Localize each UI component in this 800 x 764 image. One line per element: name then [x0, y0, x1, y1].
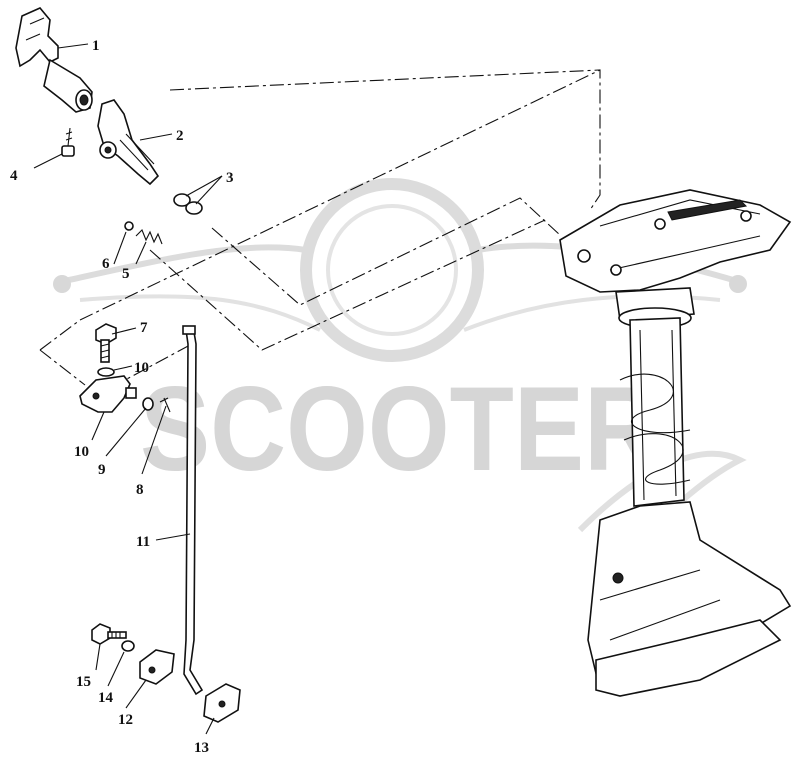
bracket-part-13 [203, 683, 241, 723]
shift-shaft-part [97, 99, 160, 186]
callout-labels: 1 2 3 4 5 6 7 8 9 10 10 11 12 13 14 15 [10, 38, 234, 756]
callout-10-bottom: 10 [74, 444, 89, 460]
callout-12: 12 [118, 712, 133, 728]
bolt-part-15 [91, 623, 127, 645]
callout-10-top: 10 [134, 360, 149, 376]
shift-rod-part-11 [182, 325, 204, 696]
callout-14: 14 [98, 690, 114, 706]
washer-part-10-top [97, 367, 115, 377]
callout-leaders [33, 43, 223, 735]
screw-part-4 [61, 127, 75, 157]
watermark-text: SCOOTER [140, 362, 660, 496]
callout-9: 9 [98, 462, 106, 478]
callout-8: 8 [136, 482, 144, 498]
bracket-part-10 [79, 375, 137, 413]
callout-5: 5 [122, 266, 130, 282]
shift-lever-part [15, 7, 93, 113]
o-rings-part-3 [173, 193, 203, 215]
bolt-part-7 [95, 323, 117, 363]
leader-lines [39, 69, 601, 386]
washer-part-9 [142, 397, 154, 411]
spring-part-5 [135, 229, 163, 245]
callout-2: 2 [176, 128, 184, 144]
driveshaft-housing [559, 189, 792, 697]
callout-1: 1 [92, 38, 100, 54]
washer-part-14 [121, 640, 135, 652]
callout-3: 3 [226, 170, 234, 186]
ball-part-6 [124, 221, 134, 231]
callout-15: 15 [76, 674, 91, 690]
pin-part-8 [159, 397, 171, 413]
callout-13: 13 [194, 740, 209, 756]
callout-6: 6 [102, 256, 110, 272]
callout-7: 7 [140, 320, 148, 336]
callout-4: 4 [10, 168, 18, 184]
callout-11: 11 [136, 534, 150, 550]
bracket-part-12 [139, 649, 175, 685]
